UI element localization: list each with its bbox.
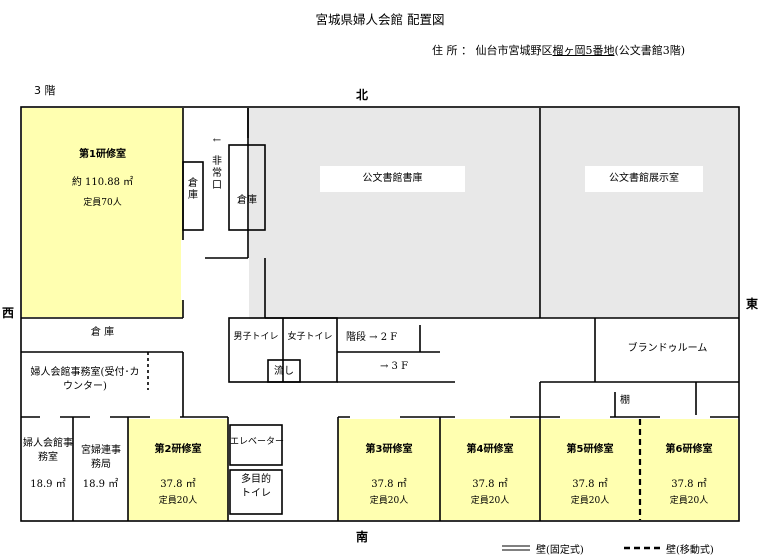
address-prefix: 住 所 ： 仙台市宮城野区 (432, 44, 553, 57)
room3-name: 第3研修室 (365, 444, 413, 455)
page-title: 宮城県婦人会館 配置図 (315, 12, 445, 27)
office-small-name: 婦人会館事務室 (23, 438, 73, 463)
elevator-label: エレベーター (230, 437, 285, 447)
shelf-label: 棚 (620, 395, 630, 406)
room2-capacity: 定員20人 (158, 496, 198, 506)
room6-name: 第6研修室 (665, 444, 713, 455)
room3-area (338, 419, 440, 520)
room6-area-text: 37.8 ㎡ (671, 479, 707, 490)
womens-toilet-label: 女子トイレ (287, 332, 333, 342)
archive-stacks-label: 公文書館書庫 (320, 166, 465, 192)
room4-area-text: 37.8 ㎡ (472, 479, 508, 490)
fujin-office-name: 宮婦連事務局 (81, 445, 121, 470)
address-lot: 榴ヶ岡5番地 (552, 44, 615, 57)
mens-toilet-label: 男子トイレ (233, 332, 279, 342)
floor-label: 3 階 (34, 84, 56, 97)
office-reception-label: 婦人会館事務室(受付･カウンター) (30, 367, 140, 392)
room3-area-text: 37.8 ㎡ (371, 479, 407, 490)
storage-west-label: 倉 庫 (90, 327, 115, 338)
compass-east: 東 (746, 297, 759, 311)
address: 住 所 ： 仙台市宮城野区榴ヶ岡5番地(公文書館3階) (432, 42, 685, 58)
room5-name: 第5研修室 (566, 444, 614, 455)
legend-fixed-wall: 壁(固定式) (536, 545, 584, 556)
room3-capacity: 定員20人 (369, 496, 409, 506)
room5-capacity: 定員20人 (570, 496, 610, 506)
archive-stacks-area (249, 108, 540, 319)
address-suffix: (公文書館3階) (614, 44, 686, 57)
fujin-office-area: 18.9 ㎡ (82, 479, 119, 490)
archive-exhibit-area (541, 108, 738, 318)
compass-south: 南 (356, 530, 369, 544)
compass-north: 北 (356, 88, 369, 102)
room1-name: 第1研修室 (79, 149, 126, 160)
room2-area-text: 37.8 ㎡ (160, 479, 196, 490)
room4-name: 第4研修室 (466, 444, 514, 455)
office-small-area: 18.9 ㎡ (30, 479, 66, 490)
room4-area (440, 419, 540, 520)
storage-small-label: 倉庫 (188, 178, 198, 201)
room1-area-text: 約 110.88 ㎡ (71, 177, 134, 188)
room4-capacity: 定員20人 (470, 496, 510, 506)
sink-label: 流し (274, 366, 294, 377)
storage-mid-label: 倉庫 (237, 195, 257, 206)
room5-area-text: 37.8 ㎡ (572, 479, 608, 490)
multi-toilet-label: 多目的トイレ (241, 474, 271, 499)
room2-area (128, 419, 228, 520)
room6-area (640, 419, 738, 520)
legend-movable-wall: 壁(移動式) (666, 545, 714, 556)
emergency-exit-label: 非常口 (212, 156, 222, 191)
room1-area (22, 108, 183, 317)
room2-name: 第2研修室 (154, 444, 202, 455)
outer-wall (20, 106, 740, 522)
brand-room-label: ブランドゥルーム (627, 343, 708, 354)
room6-capacity: 定員20人 (669, 496, 709, 506)
compass-west: 西 (2, 306, 15, 320)
stairs-3f-label: → 3 F (380, 361, 409, 372)
archive-exhibit-label: 公文書館展示室 (585, 166, 703, 192)
room1-capacity: 定員70人 (83, 198, 122, 208)
stairs-2f-label: 階段 → 2 F (346, 332, 398, 343)
room5-area (540, 419, 640, 520)
emergency-exit-arrow: ← (212, 135, 222, 146)
